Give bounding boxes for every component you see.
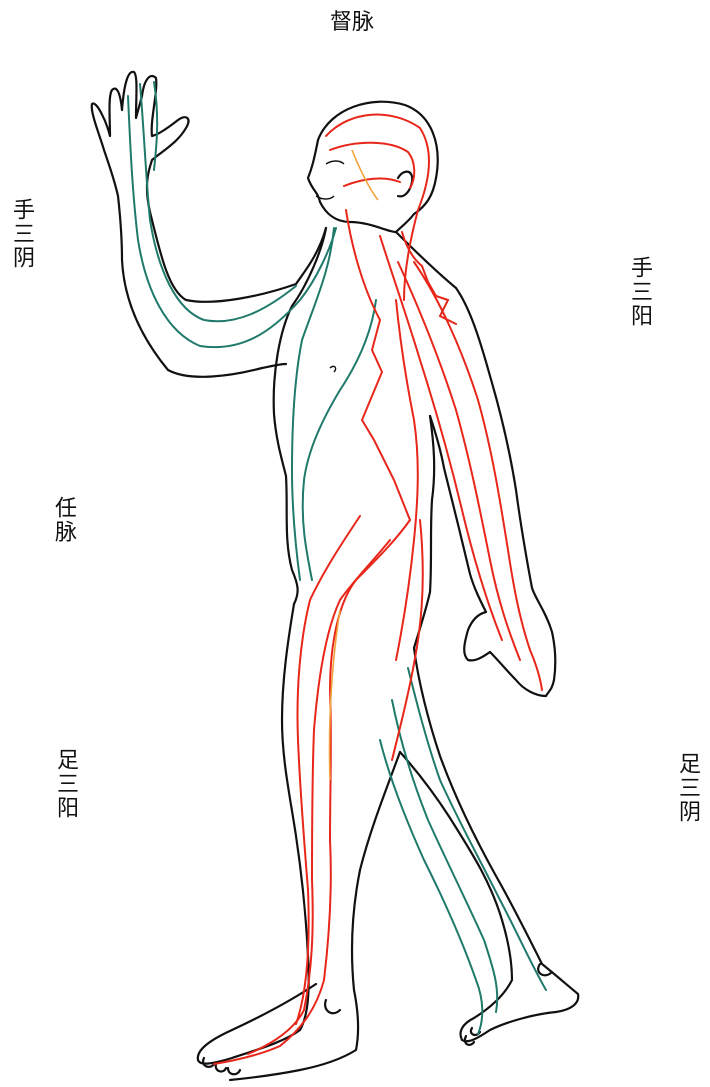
chest-yin-line [303,300,376,580]
head-yang-line-1 [330,143,414,188]
accent-head-line [352,150,378,200]
shou-san-yang-line-3 [380,236,502,640]
rear-leg-outline [400,648,578,1041]
yin-meridians [128,82,546,1034]
shou-san-yin-line-2 [140,84,296,321]
shou-san-yang-line-2 [398,262,520,660]
zu-san-yang-line-2 [248,540,390,1054]
ankle-mark-front [325,1000,340,1013]
accent-lines [329,150,378,780]
navel-mark [330,366,336,372]
zu-san-yin-line-2 [392,700,497,1012]
ear-outline [398,172,412,197]
hanging-hand-outline [430,416,490,660]
zu-san-yin-line-3 [380,740,482,1034]
raised-arm-outline [92,72,326,377]
back-yang-line [396,300,418,660]
head-yang-line-2 [344,179,400,186]
eye-mark [326,161,344,164]
front-leg-back-outline [230,752,400,1080]
yang-meridians [214,115,542,1064]
torso-front-outline [274,228,326,604]
body-outline [92,72,579,1080]
